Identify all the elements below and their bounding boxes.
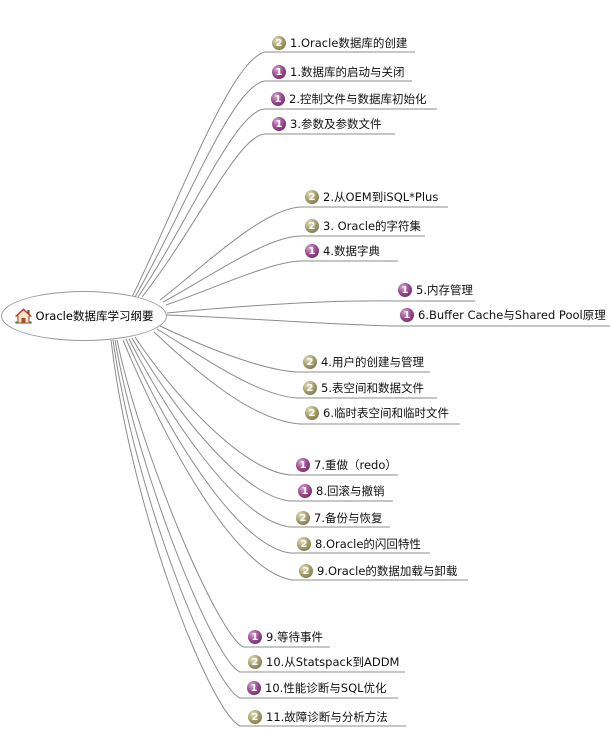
topic-node[interactable]: 2 7.备份与恢复 (296, 508, 382, 528)
topic-label: 3. Oracle的字符集 (323, 219, 422, 233)
topic-node[interactable]: 2 11.故障诊断与分析方法 (248, 707, 388, 727)
topic-node[interactable]: 2 5.表空间和数据文件 (303, 378, 424, 398)
topic-node[interactable]: 1 7.重做（redo） (296, 455, 397, 475)
topic-node[interactable]: 2 3. Oracle的字符集 (305, 216, 421, 236)
topic-label: 1.Oracle数据库的创建 (290, 36, 408, 50)
priority-2-icon: 2 (303, 355, 317, 369)
topic-label: 7.重做（redo） (314, 458, 397, 472)
topic-node[interactable]: 2 1.Oracle数据库的创建 (272, 33, 407, 53)
priority-2-icon: 2 (299, 564, 313, 578)
priority-2-icon: 2 (303, 381, 317, 395)
topic-node[interactable]: 2 8.Oracle的闪回特性 (297, 534, 421, 554)
priority-2-icon: 2 (248, 655, 262, 669)
topic-label: 6.Buffer Cache与Shared Pool原理 (418, 308, 606, 322)
priority-2-icon: 2 (248, 710, 262, 724)
topic-label: 7.备份与恢复 (314, 511, 383, 525)
priority-1-icon: 1 (272, 117, 286, 131)
priority-2-icon: 2 (305, 406, 319, 420)
priority-2-icon: 2 (272, 36, 286, 50)
topic-node[interactable]: 2 2.从OEM到iSQL*Plus (305, 187, 438, 207)
topic-label: 2.从OEM到iSQL*Plus (323, 190, 439, 204)
priority-1-icon: 1 (247, 681, 261, 695)
priority-1-icon: 1 (296, 458, 310, 472)
topic-label: 5.内存管理 (416, 283, 473, 297)
topic-label: 8.Oracle的闪回特性 (315, 537, 421, 551)
priority-1-icon: 1 (248, 630, 262, 644)
topic-node[interactable]: 1 9.等待事件 (248, 627, 323, 647)
priority-2-icon: 2 (296, 511, 310, 525)
topic-label: 3.参数及参数文件 (290, 117, 382, 131)
topic-label: 4.数据字典 (323, 244, 380, 258)
house-icon (14, 308, 32, 324)
priority-1-icon: 1 (398, 283, 412, 297)
topic-label: 1.数据库的启动与关闭 (290, 65, 405, 79)
topic-node[interactable]: 1 8.回滚与撤销 (298, 481, 384, 501)
topic-label: 9.Oracle的数据加载与卸载 (317, 564, 458, 578)
topic-node[interactable]: 2 9.Oracle的数据加载与卸载 (299, 561, 457, 581)
topic-label: 2.控制文件与数据库初始化 (289, 92, 427, 106)
topic-node[interactable]: 1 5.内存管理 (398, 280, 473, 300)
topic-node[interactable]: 2 10.从Statspack到ADDM (248, 652, 399, 672)
priority-1-icon: 1 (305, 244, 319, 258)
topic-node[interactable]: 1 4.数据字典 (305, 241, 380, 261)
priority-1-icon: 1 (400, 308, 414, 322)
priority-2-icon: 2 (305, 190, 319, 204)
root-topic[interactable]: Oracle数据库学习纲要 (1, 291, 167, 341)
topic-node[interactable]: 2 6.临时表空间和临时文件 (305, 403, 449, 423)
topic-label: 10.从Statspack到ADDM (266, 655, 400, 669)
priority-1-icon: 1 (272, 65, 286, 79)
topic-label: 8.回滚与撤销 (316, 484, 385, 498)
topic-node[interactable]: 1 10.性能诊断与SQL优化 (247, 678, 387, 698)
priority-1-icon: 1 (271, 92, 285, 106)
topic-node[interactable]: 1 6.Buffer Cache与Shared Pool原理 (400, 305, 606, 325)
root-label: Oracle数据库学习纲要 (35, 309, 154, 323)
topic-label: 6.临时表空间和临时文件 (323, 406, 449, 420)
topic-node[interactable]: 2 4.用户的创建与管理 (303, 352, 424, 372)
topic-label: 11.故障诊断与分析方法 (266, 710, 388, 724)
topic-label: 4.用户的创建与管理 (321, 355, 424, 369)
topic-node[interactable]: 1 2.控制文件与数据库初始化 (271, 89, 426, 109)
priority-2-icon: 2 (297, 537, 311, 551)
topic-node[interactable]: 1 1.数据库的启动与关闭 (272, 62, 404, 82)
topic-node[interactable]: 1 3.参数及参数文件 (272, 114, 381, 134)
priority-1-icon: 1 (298, 484, 312, 498)
priority-2-icon: 2 (305, 219, 319, 233)
topic-label: 9.等待事件 (266, 630, 323, 644)
topic-label: 10.性能诊断与SQL优化 (265, 681, 387, 695)
topic-label: 5.表空间和数据文件 (321, 381, 424, 395)
